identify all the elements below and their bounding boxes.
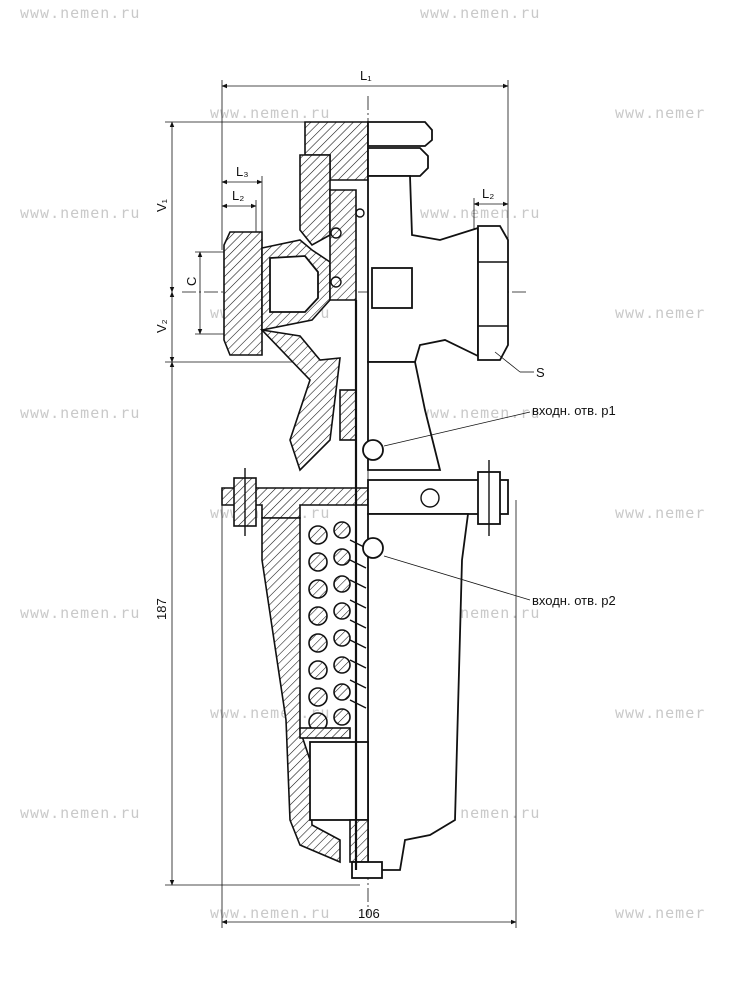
watermark: www.nemen.ru — [20, 204, 141, 222]
dim-label-height: 187 — [154, 598, 169, 620]
spring-housing — [261, 513, 470, 879]
watermark: www.nemen.ru — [20, 4, 141, 22]
dim-label-width: 106 — [358, 906, 380, 921]
upper-body-section — [223, 121, 369, 472]
leader-lines — [383, 351, 534, 601]
watermark: www.nemen.ru — [20, 604, 141, 622]
dim-label-L2-left: L₂ — [232, 188, 244, 203]
watermark: www.nemen.ru — [210, 104, 331, 122]
dim-label-L1: L₁ — [360, 68, 372, 83]
watermark: www.nemen.ru — [210, 904, 331, 922]
watermark: www.nemer — [615, 304, 706, 322]
watermark: www.nemen.ru — [420, 404, 541, 422]
stem — [354, 300, 384, 870]
callout-inlet-p2: входн. отв. р2 — [532, 593, 616, 608]
watermark: www.nemen.ru — [420, 4, 541, 22]
watermark: www.nemen.ru — [20, 404, 141, 422]
dim-label-L2-right: L₂ — [482, 186, 494, 201]
watermark: www.nemer — [615, 904, 706, 922]
watermark: www.nemen.ru — [420, 204, 541, 222]
dim-label-L3: L₃ — [236, 164, 249, 179]
watermark: www.nemer — [615, 504, 706, 522]
spring — [299, 521, 367, 739]
dim-label-S: S — [536, 365, 545, 380]
watermark: www.nemen.ru — [20, 804, 141, 822]
dim-label-V2: V₂ — [154, 319, 169, 333]
watermark: www.nemer — [615, 704, 706, 722]
callout-inlet-p1: входн. отв. р1 — [532, 403, 616, 418]
dim-label-V1: V₁ — [154, 198, 169, 212]
dim-label-C: C — [184, 277, 199, 286]
watermark: www.nemer — [615, 104, 706, 122]
upper-body-outline — [367, 121, 509, 471]
